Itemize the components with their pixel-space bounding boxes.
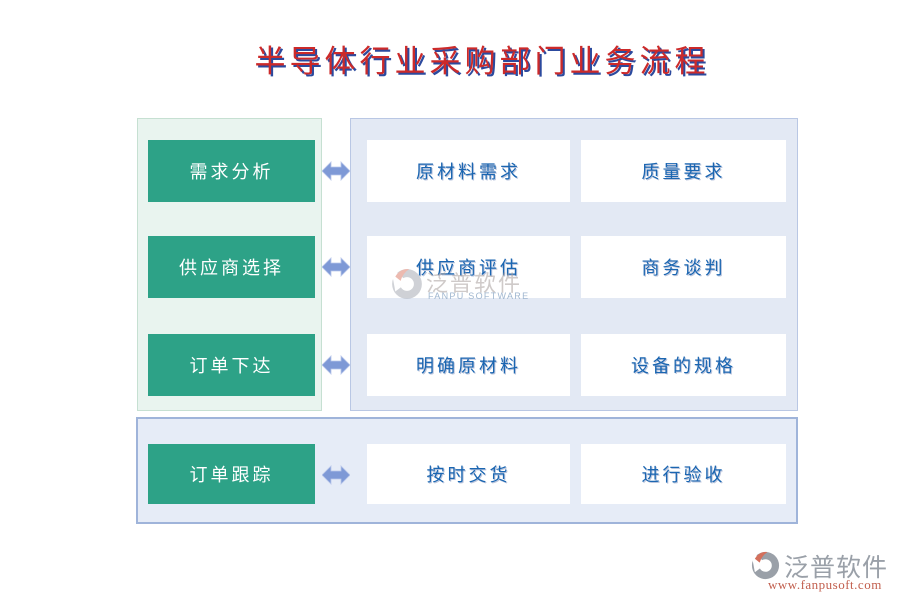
stage-button-order-tracking: 订单跟踪 — [148, 444, 315, 504]
item-box-acceptance-check: 进行验收 — [581, 444, 786, 504]
item-label: 商务谈判 — [641, 258, 726, 278]
item-box-quality-requirement: 质量要求 — [581, 140, 786, 202]
stage-button-label: 订单下达 — [189, 356, 274, 376]
item-box-equipment-spec: 设备的规格 — [581, 334, 786, 396]
stage-button-demand-analysis: 需求分析 — [148, 140, 315, 202]
brand-name-text: 泛普软件 — [784, 555, 889, 582]
item-box-on-time-delivery: 按时交货 — [367, 444, 570, 504]
stage-button-label: 订单跟踪 — [189, 465, 274, 485]
item-label: 质量要求 — [641, 162, 726, 182]
brand-footer: 泛普软件 www.fanpusoft.com — [748, 548, 898, 596]
page-title: 半导体行业采购部门业务流程 — [254, 44, 710, 79]
brand-url-text: www.fanpusoft.com — [768, 577, 882, 592]
fanpu-logo-icon — [750, 550, 780, 580]
double-arrow-icon — [322, 161, 350, 181]
double-arrow-icon — [322, 355, 350, 375]
item-label: 设备的规格 — [631, 356, 736, 376]
item-label: 明确原材料 — [416, 356, 521, 376]
stage-button-supplier-selection: 供应商选择 — [148, 236, 315, 298]
double-arrow-icon — [322, 465, 350, 485]
item-box-specify-raw-material: 明确原材料 — [367, 334, 570, 396]
item-label: 按时交货 — [426, 465, 511, 485]
item-label: 进行验收 — [641, 465, 726, 485]
item-label: 原材料需求 — [416, 162, 521, 182]
stage-button-order-placement: 订单下达 — [148, 334, 315, 396]
item-box-raw-material-demand: 原材料需求 — [367, 140, 570, 202]
item-box-business-negotiation: 商务谈判 — [581, 236, 786, 298]
item-box-supplier-evaluation: 供应商评估 — [367, 236, 570, 298]
item-label: 供应商评估 — [416, 258, 521, 278]
double-arrow-icon — [322, 257, 350, 277]
stage-button-label: 供应商选择 — [179, 258, 284, 278]
stage-button-label: 需求分析 — [189, 162, 274, 182]
